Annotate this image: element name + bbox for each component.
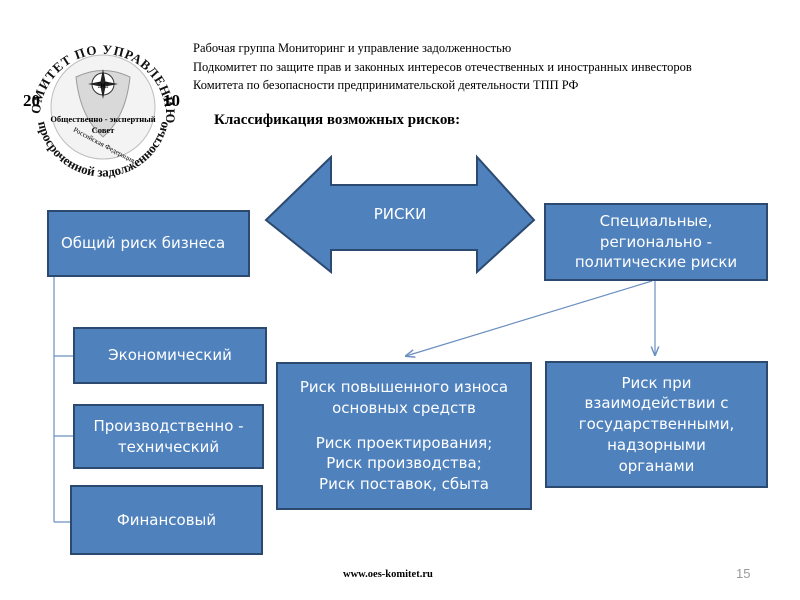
box-production: Производственно - технический	[73, 404, 264, 469]
box-wear-risks: Риск повышенного износа основных средств…	[276, 362, 532, 510]
footer-website-link[interactable]: www.oes-komitet.ru	[343, 569, 433, 580]
box-wear-line5: Риск производства;	[326, 454, 482, 473]
box-economic: Экономический	[73, 327, 267, 384]
header-line-3: Комитета по безопасности предприниматель…	[193, 78, 579, 92]
slide-title: Классификация возможных рисков:	[214, 112, 461, 128]
box-state-line2: взаимодействии с	[584, 394, 729, 413]
logo-year-right: 10	[163, 91, 180, 110]
box-financial: Финансовый	[70, 485, 263, 555]
box-wear-line6: Риск поставок, сбыта	[319, 475, 489, 494]
box-special-line2: регионально -	[599, 232, 713, 251]
box-general-risk-label: Общий риск бизнеса	[61, 234, 226, 253]
box-wear-line1: Риск повышенного износа	[299, 378, 509, 397]
page-number: 15	[736, 566, 751, 581]
logo-emblem-text: ЭС	[97, 81, 108, 90]
box-general-risk: Общий риск бизнеса	[47, 210, 250, 277]
box-financial-label: Финансовый	[116, 510, 217, 529]
risks-double-arrow	[264, 154, 536, 275]
box-wear-spacer	[300, 419, 508, 433]
box-special-line1: Специальные,	[599, 211, 713, 230]
box-state-line1: Риск при	[621, 373, 692, 392]
box-wear-line2: основных средств	[332, 398, 476, 417]
logo-council-line2: Совет	[92, 125, 116, 135]
committee-logo: ЭС КОМИТЕТ ПО УПРАВЛЕНИЮ просроченной за…	[18, 22, 180, 180]
logo-council-line1: Общественно - экспертный	[50, 114, 155, 124]
box-production-line2: технический	[117, 437, 220, 456]
box-production-line1: Производственно -	[93, 416, 244, 435]
arrow-to-wear-box	[406, 280, 653, 356]
header-line-1: Рабочая группа Мониторинг и управление з…	[193, 41, 512, 55]
header-line-2: Подкомитет по защите прав и законных инт…	[193, 60, 692, 74]
box-state-line5: органами	[618, 456, 695, 475]
box-state-line3: государственными,	[578, 415, 735, 434]
logo-year-left: 20	[23, 91, 40, 110]
box-economic-label: Экономический	[108, 346, 232, 365]
box-state-risks: Риск при взаимодействии с государственны…	[545, 361, 768, 488]
box-state-line4: надзорными	[607, 435, 706, 454]
box-special-risks: Специальные, регионально - политические …	[544, 203, 768, 281]
arrow-label-risks: РИСКИ	[374, 205, 427, 223]
box-wear-line4: Риск проектирования;	[315, 433, 493, 452]
box-special-line3: политические риски	[574, 253, 738, 272]
